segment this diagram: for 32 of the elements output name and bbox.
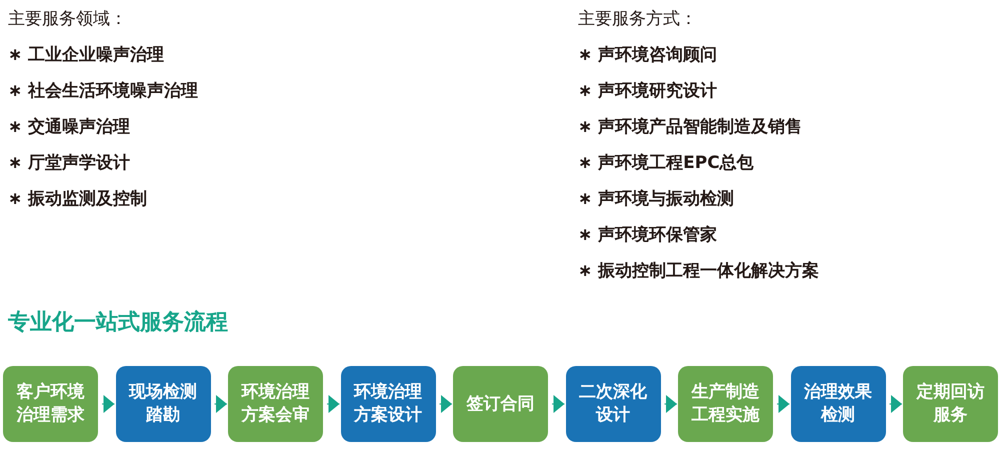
process-box: 环境治理方案会审 [228, 366, 323, 442]
list-item: ∗ 声环境工程EPC总包 [578, 152, 754, 174]
process-box: 生产制造工程实施 [678, 366, 773, 442]
list-item: ∗ 振动监测及控制 [8, 188, 148, 210]
title: 专业化一站式服务流程 [8, 309, 228, 337]
process-box: 现场检测踏勘 [116, 366, 210, 442]
section-heading: 主要服务领域： [8, 8, 127, 30]
process-box: 定期回访服务 [903, 366, 998, 442]
list-item: ∗ 交通噪声治理 [8, 116, 130, 138]
arrow [889, 395, 902, 413]
list-item: ∗ 声环境与振动检测 [578, 188, 734, 210]
list-item: ∗ 振动控制工程一体化解决方案 [578, 260, 820, 282]
arrow [214, 395, 228, 413]
arrow [102, 395, 115, 413]
arrow [439, 395, 452, 413]
list-item: ∗ 厅堂声学设计 [8, 152, 130, 174]
arrow [664, 395, 678, 413]
section-heading: 主要服务方式： [578, 8, 697, 30]
arrow [326, 395, 340, 413]
process-box: 治理效果检测 [790, 366, 886, 442]
process-box: 环境治理方案设计 [340, 366, 436, 442]
process-box: 签订合同 [453, 366, 548, 442]
list-item: ∗ 声环境咨询顾问 [578, 44, 718, 66]
list-item: ∗ 声环境研究设计 [578, 80, 718, 102]
arrow [776, 395, 790, 413]
process-box: 二次深化设计 [566, 366, 660, 442]
arrow [552, 395, 565, 413]
list-item: ∗ 声环境产品智能制造及销售 [578, 116, 802, 138]
list-item: ∗ 社会生活环境噪声治理 [8, 80, 198, 102]
list-item: ∗ 工业企业噪声治理 [8, 44, 164, 66]
process-box: 客户环境治理需求 [3, 366, 98, 442]
list-item: ∗ 声环境环保管家 [578, 224, 718, 246]
